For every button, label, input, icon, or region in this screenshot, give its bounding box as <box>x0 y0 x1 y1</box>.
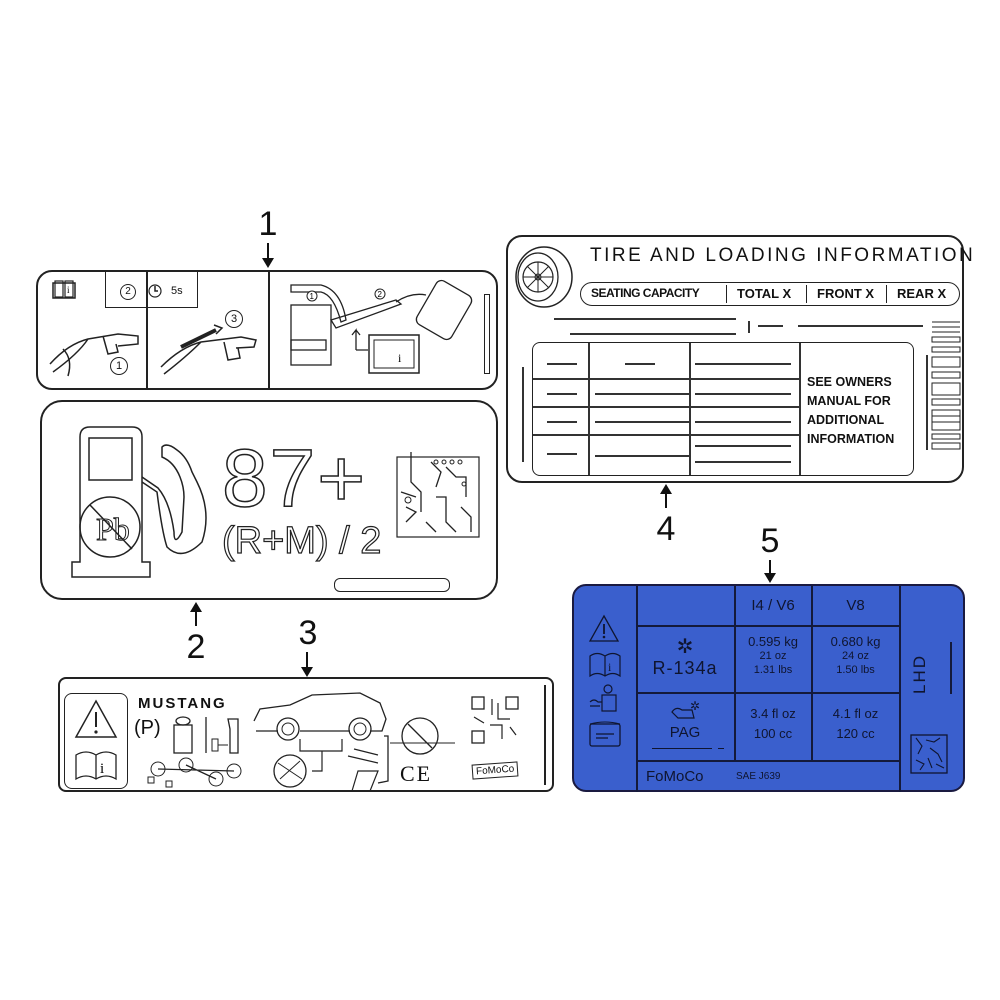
refrigerant-v8-lbs: 1.50 lbs <box>836 664 875 676</box>
fomoco-logo: FoMoCo <box>471 761 519 780</box>
refrigerant-type: R-134a <box>652 658 718 678</box>
oil-can-icon: ✲ <box>671 699 700 719</box>
owner-manual-icon: i <box>589 652 621 678</box>
fuel-fill-instruction-label: i 2 5s 1 3 i 1 2 <box>36 270 498 390</box>
warning-triangle-icon <box>74 699 118 738</box>
refrigerant-i4v6-kg: 0.595 kg <box>748 634 798 649</box>
svg-text:i: i <box>608 660 612 674</box>
refrigerant-i4v6-oz: 21 oz <box>759 650 787 662</box>
fuel-pump-icon: Pb <box>71 426 207 578</box>
svg-text:i: i <box>67 285 70 295</box>
column-header-i4-v6: I4 / V6 <box>751 597 795 614</box>
seating-capacity-bar: SEATING CAPACITY TOTAL X FRONT X REAR X <box>580 282 960 306</box>
barcode-strip <box>484 294 490 374</box>
refrigerant-v8-kg: 0.680 kg <box>830 634 881 649</box>
drive-side-indicator: LHD <box>910 653 929 694</box>
svg-text:✲: ✲ <box>690 699 700 713</box>
column-header-v8: V8 <box>846 597 865 614</box>
svg-text:2: 2 <box>378 290 383 299</box>
octane-formula: (R+M) / 2 <box>221 519 382 562</box>
jack-warning-label: i MUSTANG (P) CE FoMoCo <box>58 677 554 792</box>
svg-text:Pb: Pb <box>96 511 130 547</box>
load-table: SEE OWNERS MANUAL FOR ADDITIONAL INFORMA… <box>532 342 914 476</box>
svg-text:1: 1 <box>310 292 315 301</box>
barcode-strip <box>334 578 450 592</box>
total-capacity: TOTAL X <box>737 286 792 301</box>
octane-rating: 87+ <box>221 432 368 525</box>
owners-manual-note: SEE OWNERS MANUAL FOR ADDITIONAL INFORMA… <box>807 375 895 446</box>
underline <box>652 748 712 749</box>
arrow-head-icon <box>764 573 776 583</box>
divider <box>544 685 546 785</box>
svg-text:i: i <box>398 351 402 365</box>
snowflake-icon: ✲ <box>676 636 694 658</box>
technician-service-icon <box>589 684 617 712</box>
car-lift-points-icon <box>253 692 455 792</box>
owner-manual-icon: i <box>75 751 117 781</box>
model-name: MUSTANG <box>138 695 227 712</box>
svg-text:i: i <box>100 761 104 777</box>
fuel-nozzle-remove-icon <box>160 324 257 375</box>
owner-manual-icon: i <box>52 280 76 299</box>
divider <box>268 270 270 390</box>
fomoco-brand: FoMoCo <box>646 768 704 785</box>
fuel-can-funnel-icon: i 1 2 <box>290 279 473 374</box>
ac-refrigerant-label: i I4 / V6 V8 ✲ R-134a 0.595 kg 21 oz 1.3… <box>572 584 965 792</box>
callout-arrow-4 <box>665 492 667 508</box>
callout-number-3: 3 <box>298 614 318 652</box>
rear-capacity: REAR X <box>897 286 947 301</box>
front-capacity: FRONT X <box>817 286 875 301</box>
refrigerant-i4v6-lbs: 1.31 lbs <box>753 664 793 676</box>
step-badge: 3 <box>225 310 243 328</box>
oil-type: PAG <box>669 724 701 741</box>
tire-label-title: TIRE AND LOADING INFORMATION <box>590 245 976 266</box>
park-symbol: (P) <box>134 717 161 739</box>
oil-i4v6-floz: 3.4 fl oz <box>750 706 796 721</box>
jack-handle-icon <box>147 757 242 788</box>
ce-mark: CE <box>400 761 433 786</box>
arrow-head-icon <box>262 258 274 268</box>
callout-number-1: 1 <box>258 205 278 243</box>
qr-code-icon <box>910 734 948 774</box>
service-manual-icon <box>589 721 621 747</box>
tire-loading-label: TIRE AND LOADING INFORMATION SEATING CAP… <box>506 235 973 483</box>
timer-box <box>105 270 198 308</box>
callout-number-2: 2 <box>186 628 206 666</box>
callout-number-4: 4 <box>656 510 676 548</box>
tire-icon <box>515 246 573 308</box>
step-badge: 2 <box>120 284 136 300</box>
callout-arrow-3 <box>306 652 308 668</box>
arrow-head-icon <box>190 602 202 612</box>
qr-code-icon <box>471 696 519 744</box>
step-badge: 1 <box>110 357 128 375</box>
wait-time: 5s <box>171 285 183 297</box>
fuel-nozzle-insert-icon <box>49 333 139 377</box>
arrow-head-icon <box>660 484 672 494</box>
warning-panel <box>64 693 128 789</box>
fuel-octane-label: Pb 87+ (R+M) / 2 <box>40 400 498 600</box>
callout-arrow-5 <box>769 560 771 574</box>
warning-triangle-icon <box>588 614 620 642</box>
callout-number-5: 5 <box>760 522 780 560</box>
oil-v8-cc: 120 cc <box>836 726 875 741</box>
callout-arrow-1 <box>267 243 269 259</box>
refrigerant-v8-oz: 24 oz <box>842 650 869 662</box>
jack-operation-icon <box>173 716 239 754</box>
sae-standard: SAE J639 <box>736 771 781 782</box>
callout-arrow-2 <box>195 610 197 626</box>
divider <box>146 270 148 390</box>
arrow-head-icon <box>301 667 313 677</box>
clock-icon <box>148 284 162 298</box>
seating-capacity-label: SEATING CAPACITY <box>591 286 700 300</box>
oil-i4v6-cc: 100 cc <box>753 726 793 741</box>
barcode-icon <box>931 321 961 450</box>
oil-v8-floz: 4.1 fl oz <box>832 706 879 721</box>
qr-code-icon <box>396 452 480 538</box>
